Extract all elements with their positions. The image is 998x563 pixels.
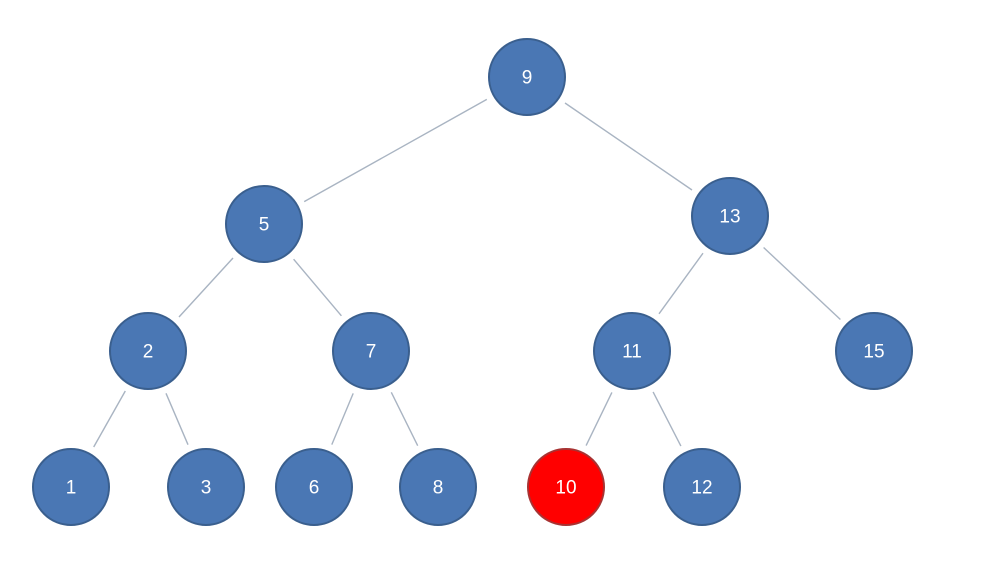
edge-n2-n1 (93, 390, 126, 448)
tree-node-12: 12 (663, 448, 741, 526)
node-label: 12 (691, 478, 712, 499)
tree-node-3: 3 (167, 448, 245, 526)
edge-n5-n7 (293, 258, 342, 317)
node-label: 8 (433, 478, 444, 499)
tree-node-1: 1 (32, 448, 110, 526)
node-label: 11 (622, 342, 642, 363)
tree-node-6: 6 (275, 448, 353, 526)
node-circle (167, 448, 245, 526)
node-label: 9 (522, 68, 533, 89)
tree-node-2: 2 (109, 312, 187, 390)
node-label: 1 (66, 478, 77, 499)
node-label: 6 (309, 478, 320, 499)
node-circle (399, 448, 477, 526)
tree-node-15: 15 (835, 312, 913, 390)
tree-node-9: 9 (488, 38, 566, 116)
node-circle (835, 312, 913, 390)
edge-n9-n5 (303, 98, 488, 203)
tree-node-11: 11 (593, 312, 671, 390)
node-circle (275, 448, 353, 526)
tree-node-10: 10 (527, 448, 605, 526)
edge-n13-n11 (658, 252, 704, 315)
node-label: 7 (366, 342, 377, 363)
node-label: 10 (555, 478, 576, 499)
node-circle (225, 185, 303, 263)
edge-n2-n3 (165, 393, 189, 445)
node-circle (109, 312, 187, 390)
node-circle (663, 448, 741, 526)
edge-n7-n6 (331, 393, 354, 445)
node-circle (488, 38, 566, 116)
edge-n5-n2 (178, 257, 234, 318)
edge-n11-n10 (585, 392, 613, 446)
edge-n7-n8 (390, 391, 419, 447)
node-circle (593, 312, 671, 390)
tree-node-5: 5 (225, 185, 303, 263)
tree-node-8: 8 (399, 448, 477, 526)
node-circle (691, 177, 769, 255)
node-circle (332, 312, 410, 390)
node-label: 5 (259, 215, 270, 236)
edges-layer (93, 98, 841, 448)
node-label: 15 (863, 342, 884, 363)
tree-node-13: 13 (691, 177, 769, 255)
node-circle (32, 448, 110, 526)
edge-n11-n12 (652, 391, 682, 447)
highlighted-node-circle (527, 448, 605, 526)
node-label: 13 (719, 207, 740, 228)
node-label: 2 (143, 342, 154, 363)
tree-node-7: 7 (332, 312, 410, 390)
node-label: 3 (201, 478, 212, 499)
edge-n9-n13 (564, 102, 693, 191)
edge-n13-n15 (763, 246, 841, 321)
